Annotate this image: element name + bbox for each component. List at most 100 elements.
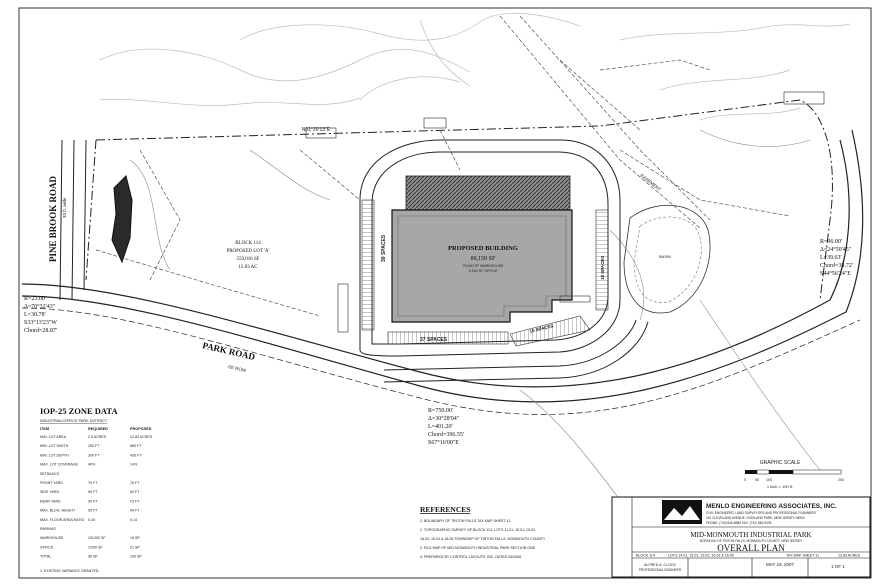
curve-data-right: R=96.00' Δ=24°50'45" L=39.63' Chord=38.7…	[820, 239, 853, 277]
scale-title: GRAPHIC SCALE	[760, 460, 801, 466]
zone-row-value: 15 SP	[130, 536, 140, 540]
loading-dock-area	[405, 175, 571, 211]
park-road-row-label: 60' ROW	[228, 364, 248, 373]
acres-line: 12.83 ACRES	[838, 554, 861, 558]
proposed-building	[391, 209, 573, 323]
firm-logo	[662, 500, 702, 524]
zone-row-value: 109 SP	[130, 555, 142, 559]
spaces-diagonal-label: 15 SPACES	[529, 323, 554, 334]
zone-row-value: 50 FT	[88, 499, 98, 503]
firm-phone: PHONE: (732) 846-8585 FAX: (732) 846-943…	[706, 521, 772, 525]
zone-table-note: 1. EXISTING VARIANCE GRANTED.	[40, 569, 99, 573]
svg-text:Chord=38.72': Chord=38.72'	[820, 263, 853, 269]
reference-line: 16.03, 16.04 & 16.05 TOWNSHIP OF TINTON …	[420, 537, 546, 541]
stalls-diagonal	[509, 315, 591, 347]
spaces-west-label: 39 SPACES	[381, 234, 387, 262]
wetland-area	[111, 175, 133, 264]
title-block: MENLO ENGINEERING ASSOCIATES, INC. CIVIL…	[611, 496, 871, 578]
detention-basin	[623, 204, 711, 314]
references-title: REFERENCES	[420, 505, 470, 514]
zone-row-item: WAREHOUSE	[40, 536, 64, 540]
zone-row-value: 1/5,000 SF	[88, 536, 106, 540]
proposed-lot-label: PROPOSED LOT 'A'	[226, 249, 269, 254]
zone-row-item: MAX. BLDG. HEIGHT	[40, 509, 76, 513]
scale-unit: 1 inch = 100 ft.	[767, 484, 793, 489]
reference-line: 4. PREPARED BY CONTROL LAYOUTS, INC. DAT…	[420, 555, 521, 559]
plan-date: MAY 23, 2007	[766, 562, 795, 567]
zone-row-item: MAX. LOT COVERAGE	[40, 463, 79, 467]
zone-table-header: REQUIRED	[88, 427, 108, 431]
zone-row-value: 0.40	[88, 518, 95, 522]
sheet-title: OVERALL PLAN	[717, 543, 785, 553]
spaces-south-label: 37 SPACES	[420, 337, 448, 343]
zone-row-value: 430 FT	[130, 453, 142, 457]
pine-brook-row-label: 33 ft. wide	[62, 197, 67, 218]
project-name: MID-MONMOUTH INDUSTRIAL PARK	[690, 531, 811, 539]
svg-text:Δ=70°32'43": Δ=70°32'43"	[24, 303, 56, 310]
tree-line	[99, 12, 851, 121]
stalls-east	[595, 209, 609, 311]
svg-text:R=23.00': R=23.00'	[24, 296, 46, 302]
reference-line: 1. BOUNDARY OF TINTON FALLS TAX MAP SHEE…	[420, 519, 511, 523]
svg-text:Δ=30°28'04": Δ=30°28'04"	[428, 415, 460, 422]
svg-text:R=750.00': R=750.00'	[428, 408, 453, 414]
scale-tick-label: 50	[755, 478, 759, 482]
building-office: 5,150 SF OFFICE	[469, 269, 498, 273]
zone-row-value: 0.14	[130, 518, 137, 522]
zone-table-header: PROPOSED	[130, 427, 152, 431]
engineer-title: PROFESSIONAL ENGINEER	[639, 568, 682, 572]
svg-text:Chord=28.87': Chord=28.87'	[24, 328, 57, 334]
zone-row-value: 75 FT	[88, 481, 98, 485]
scale-tick-label: 100	[766, 478, 772, 482]
zone-table-header: ITEM	[40, 427, 49, 431]
building-warehouse: 75,000 SF WAREHOUSE	[462, 264, 504, 268]
references-block: REFERENCES 1. BOUNDARY OF TINTON FALLS T…	[420, 505, 546, 559]
building-title: PROPOSED BUILDING	[448, 245, 518, 252]
property-line	[85, 99, 833, 301]
zone-row-value: 76 FT	[130, 481, 140, 485]
scale-tick-label: 0	[744, 478, 746, 482]
svg-text:L=401.20': L=401.20'	[428, 424, 453, 430]
spaces-east-label: 18 SPACES	[600, 256, 605, 280]
zone-row-value: 36 SP	[88, 555, 98, 559]
svg-text:L=39.63': L=39.63'	[820, 255, 842, 261]
zone-row-item: REAR YARD	[40, 499, 61, 503]
zone-row-item: PARKING	[40, 527, 56, 531]
zone-row-item: SIDE YARD	[40, 490, 59, 494]
stalls-west	[361, 199, 375, 331]
zone-row-item: OFFICE	[40, 545, 54, 549]
zone-row-value: 50 FT	[88, 509, 98, 513]
small-structures	[305, 91, 825, 333]
lots-line: LOTS 14.01, 15.01, 15.02, 16.03 & 16.05	[668, 554, 734, 558]
zone-row-value: 50 FT	[88, 490, 98, 494]
zone-row-value: 40%	[88, 463, 96, 467]
zone-row-item: MIN. LOT DEPTH	[40, 453, 69, 457]
zone-row-value: 60 FT	[130, 490, 140, 494]
scale-tick-label: 200	[838, 478, 844, 482]
pine-brook-road-label: PINE BROOK ROAD	[48, 175, 58, 262]
reference-line: 3. FILE MAP OF MID-MONMOUTH INDUSTRIAL P…	[420, 546, 536, 550]
zone-row-item: TOTAL	[40, 555, 51, 559]
curve-data-left: R=23.00' Δ=70°32'43" L=30.78' S33°13'23"…	[24, 296, 57, 334]
svg-text:Δ=24°50'45": Δ=24°50'45"	[820, 246, 852, 253]
zone-row-value: 300 FT	[88, 453, 100, 457]
contours	[129, 129, 821, 501]
zone-row-value: 2.5 ACRES	[88, 435, 107, 439]
zone-row-value: 250 FT	[88, 444, 100, 448]
zone-row-item: MAX. FLOOR AREA RATIO	[40, 518, 84, 522]
block-line: BLOCK 114	[636, 554, 655, 558]
zone-row-item: MIN. LOT WIDTH	[40, 444, 69, 448]
reference-line: 2. TOPOGRAPHIC SURVEY OF BLOCK 114, LOTS…	[420, 528, 536, 532]
north-bearing-label: N01°20'13"E	[302, 127, 331, 133]
zone-row-value: 680 FT	[130, 444, 142, 448]
tax-map-line: TAX MAP SHEET 11	[786, 554, 819, 558]
zone-row-value: 12.83 ACRES	[130, 435, 153, 439]
firm-sub-1: CIVIL ENGINEERS, LAND SURVEYORS AND PROF…	[706, 511, 816, 515]
zone-table-subtitle: INDUSTRIAL/OFFICE PARK DISTRICT	[40, 419, 108, 423]
svg-text:S67°16'00"E: S67°16'00"E	[428, 439, 459, 446]
utility-lines	[95, 15, 791, 317]
zone-data-table: IOP-25 ZONE DATA INDUSTRIAL/OFFICE PARK …	[40, 406, 153, 573]
stalls-south	[387, 331, 509, 345]
svg-text:R=96.00': R=96.00'	[820, 239, 842, 245]
lot-area-ac-label: 12.83 AC	[238, 265, 258, 270]
